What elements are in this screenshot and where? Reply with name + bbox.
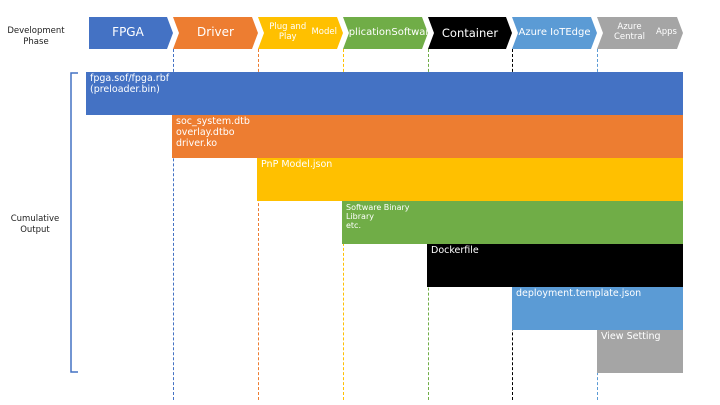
phase-boundary-line	[258, 49, 259, 400]
development-phase-label-line-1: Development	[7, 26, 65, 36]
phase-arrow-label: Container	[441, 25, 499, 40]
output-bar-view-setting: View Setting	[597, 330, 683, 373]
output-bar-line: etc.	[346, 221, 361, 231]
phase-arrow-label: Apps	[655, 27, 677, 38]
phase-arrow-label: Model	[311, 27, 337, 38]
phase-arrow-label: Software	[391, 27, 436, 39]
output-bar-dockerfile: Dockerfile	[427, 244, 683, 287]
output-bar-line: Library	[346, 212, 374, 222]
output-bar-deployment-template-json: deployment.template.json	[512, 287, 683, 330]
output-bar-pnp-model-json: PnP Model.json	[257, 158, 683, 201]
phase-arrow-driver: Driver	[173, 17, 258, 49]
output-bar-line: Dockerfile	[431, 245, 479, 256]
output-bar-line: PnP Model.json	[261, 159, 333, 170]
development-phase-label: Development Phase	[1, 26, 71, 47]
output-bar-line: driver.ko	[176, 137, 218, 149]
phase-arrow-azure-central-apps: Azure Central Apps	[597, 17, 683, 49]
development-phase-label-line-2: Phase	[23, 36, 49, 47]
phase-arrow-fpga: FPGA	[89, 17, 173, 49]
output-bar-line: fpga.sof/fpga.rbf	[90, 73, 170, 84]
phase-arrow-label: FPGA	[112, 25, 144, 40]
cumulative-output-label-line-1: Cumulative	[10, 214, 60, 224]
output-bar-line: soc_system.dtb	[176, 116, 250, 127]
output-bar-line: overlay.dtbo	[176, 126, 235, 138]
phase-arrow-label: Driver	[197, 25, 234, 40]
output-bar-line: deployment.template.json	[516, 288, 642, 299]
output-bracket-path	[70, 72, 78, 373]
phase-arrow-label: Application	[335, 27, 392, 39]
phase-arrow-label: Azure Central	[614, 22, 645, 42]
cumulative-output-label: Cumulative Output	[0, 214, 70, 235]
phase-arrow-plug-and-play-model: Plug and Play Model	[258, 17, 343, 49]
output-bar-line: View Setting	[601, 331, 661, 342]
output-bar-line: (preloader.bin)	[90, 83, 160, 95]
phase-arrow-container: Container	[428, 17, 512, 49]
cumulative-output-label-line-2: Output	[20, 224, 50, 235]
phase-boundary-line	[173, 49, 174, 400]
phase-arrow-label: Edge	[565, 27, 591, 39]
output-bar-fpga-sof-fpga-rbf: fpga.sof/fpga.rbf(preloader.bin)	[86, 72, 683, 115]
output-bracket	[70, 72, 78, 373]
output-bar-line: Software Binary	[346, 203, 410, 212]
phase-arrow-label: Plug and Play	[269, 22, 307, 42]
phase-arrow-label: Azure IoT	[518, 27, 566, 39]
